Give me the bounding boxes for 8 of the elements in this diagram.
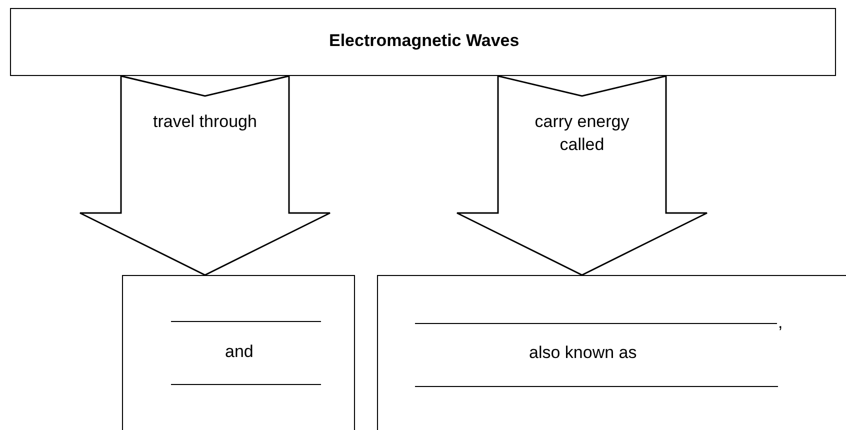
box-text: , [778,313,783,333]
title-text: Electromagnetic Waves [329,31,520,51]
block-arrow [79,75,331,276]
box-text: also known as [529,343,637,363]
title-box [10,8,836,76]
box-text: and [225,342,254,362]
answer-box [122,275,355,430]
answer-box [377,275,846,430]
